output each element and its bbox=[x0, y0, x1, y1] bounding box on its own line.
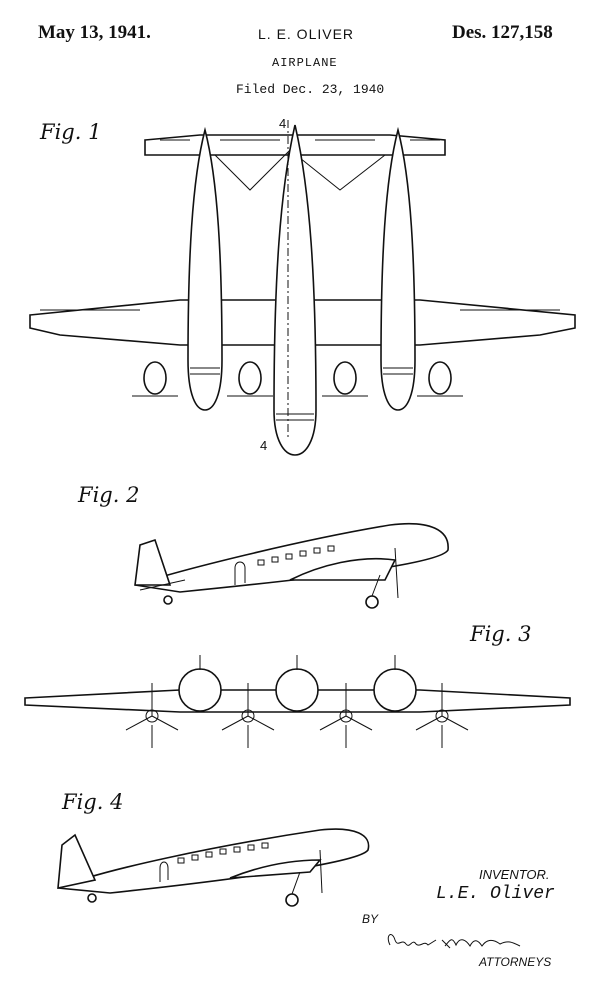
section-line-label-top: 4 bbox=[279, 116, 287, 131]
inventor-name: L.E. Oliver bbox=[436, 884, 555, 904]
patent-date: May 13, 1941. bbox=[38, 22, 151, 43]
filed-date: Filed Dec. 23, 1940 bbox=[236, 82, 385, 97]
inventor-label: INVENTOR. bbox=[479, 867, 550, 882]
fig1-top-view bbox=[29, 120, 576, 456]
patent-title: AIRPLANE bbox=[272, 56, 338, 70]
section-line-label-bottom: 4 bbox=[260, 438, 268, 453]
fig2-side-view bbox=[134, 522, 449, 609]
attorney-signature bbox=[387, 934, 521, 949]
fig4-label: Fig. 4 bbox=[62, 790, 124, 814]
patent-number: Des. 127,158 bbox=[452, 22, 553, 43]
attorneys-label: ATTORNEYS bbox=[479, 955, 552, 969]
by-label: BY bbox=[362, 912, 379, 926]
fig3-label: Fig. 3 bbox=[470, 622, 532, 646]
inventor-header: L. E. OLIVER bbox=[258, 26, 355, 42]
fig2-label: Fig. 2 bbox=[78, 483, 140, 507]
fig4-side-view bbox=[57, 828, 370, 907]
fig3-front-view bbox=[24, 655, 571, 748]
fig1-label: Fig. 1 bbox=[40, 120, 102, 144]
